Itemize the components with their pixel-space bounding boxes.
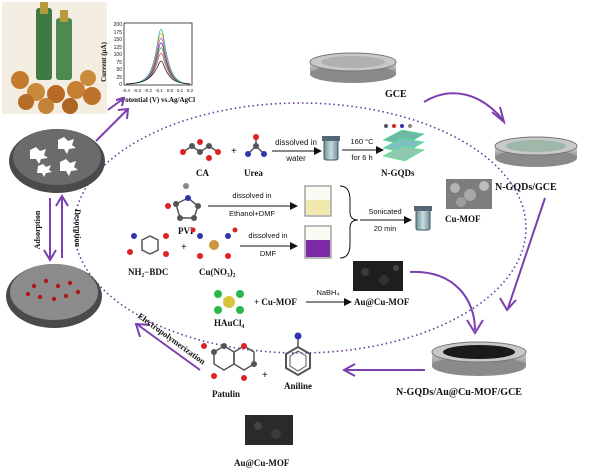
dissolved-in-water-1: dissolved in xyxy=(275,138,317,147)
patulin-label: Patulin xyxy=(212,389,240,399)
cumof-label: Cu-MOF xyxy=(445,214,481,224)
y-tick-50: 50 xyxy=(116,67,122,73)
au-cumof-sem-image xyxy=(353,261,403,291)
autoclave-vial-icon xyxy=(322,136,340,161)
process-flow-arrows xyxy=(95,92,546,377)
pvp-label: PVP xyxy=(178,226,196,236)
y-tick-0: 0 xyxy=(119,82,122,88)
ngqds-sheets xyxy=(382,124,425,162)
x-tick-00: 0.0 xyxy=(167,88,174,93)
process-boundary-ellipse xyxy=(73,102,527,354)
x-tick-m01: -0.1 xyxy=(155,88,163,93)
arrow-aucumof-to-final xyxy=(409,270,476,331)
y-tick-200: 200 xyxy=(114,22,123,28)
apple-juice-photo xyxy=(2,2,107,114)
mip-cavity-electrode xyxy=(6,264,102,328)
nabh4-label: NaBH₄ xyxy=(316,288,339,297)
sonicated-2: 20 min xyxy=(374,224,397,233)
ngqds-gce-label: N-GQDs/GCE xyxy=(495,182,557,193)
gce-label: GCE xyxy=(385,89,407,100)
arrow-template-to-mip xyxy=(95,107,130,142)
aniline-label: Aniline xyxy=(284,381,312,391)
dissolved-in-water-2: water xyxy=(285,154,306,163)
dpv-curves xyxy=(125,29,191,85)
beaker-pvp xyxy=(304,185,332,217)
mip-template-electrode xyxy=(9,129,105,193)
dmf-1: dissolved in xyxy=(248,231,287,240)
ethanol-dmf-2: Ethanol+DMF xyxy=(229,209,275,218)
cuno3-label: Cu(NO₃)₂ xyxy=(199,267,236,277)
y-tick-175: 175 xyxy=(114,30,123,36)
haucl4-label: HAuCl₄ xyxy=(214,318,245,328)
au-cumof-bottom-label: Au@Cu-MOF xyxy=(234,458,290,468)
plus-patulin-aniline: + xyxy=(262,370,268,381)
x-tick-m02: -0.2 xyxy=(144,88,152,93)
dpv-inset-chart: 0 25 50 75 100 125 150 175 200 -0.4 -0.3… xyxy=(100,22,195,104)
aniline-molecule xyxy=(285,332,311,377)
bare-gce-electrode: GCE xyxy=(309,52,407,100)
desorption-label: Desorption xyxy=(73,209,82,247)
inset-ylabel: Current (μA) xyxy=(100,41,108,81)
nh2bdc-label: NH₂−BDC xyxy=(128,267,168,277)
plus-cumof-label: + Cu-MOF xyxy=(254,297,297,307)
ngqds-label: N-GQDs xyxy=(381,168,415,178)
adsorption-label: Adsorption xyxy=(33,210,42,249)
pvp-molecule xyxy=(165,183,201,221)
dmf-2: DMF xyxy=(260,249,277,258)
haucl4-molecule xyxy=(214,290,244,314)
cu-nitrate-molecule xyxy=(190,227,238,259)
ethanol-dmf-1: dissolved in xyxy=(232,191,271,200)
y-tick-125: 125 xyxy=(114,45,123,51)
y-tick-150: 150 xyxy=(114,37,123,43)
au-cumof-label: Au@Cu-MOF xyxy=(354,297,410,307)
nh2bdc-molecule xyxy=(127,233,169,257)
arrow-photo-to-chart xyxy=(107,96,126,111)
desorption-adsorption-arrows xyxy=(43,194,69,262)
beaker-dmf xyxy=(304,225,332,259)
arrow-gce-to-ngqds xyxy=(423,92,504,121)
cumof-sem-image xyxy=(446,179,492,209)
arrow-ngqds-to-final xyxy=(507,197,546,309)
sonicated-1: Sonicated xyxy=(368,207,401,216)
inset-xlabel: Potential (V) vs.Ag/AgCl xyxy=(121,96,195,104)
combine-bracket xyxy=(339,185,359,259)
au-cumof-bottom-sem-image xyxy=(245,415,293,445)
y-tick-75: 75 xyxy=(116,60,122,66)
ca-label: CA xyxy=(196,168,209,178)
urea-label: Urea xyxy=(244,168,263,178)
y-tick-25: 25 xyxy=(116,75,122,81)
final-modified-electrode: N-GQDs/Au@Cu-MOF/GCE xyxy=(396,341,527,398)
x-tick-02: 0.2 xyxy=(187,88,194,93)
ca-molecule xyxy=(180,139,221,161)
cumof-vial-icon xyxy=(414,206,432,231)
time-label: for 6 h xyxy=(351,153,372,162)
temp-label: 160 °C xyxy=(350,137,374,146)
y-tick-100: 100 xyxy=(114,52,123,58)
urea-molecule xyxy=(245,134,267,157)
patulin-molecule xyxy=(201,343,257,381)
final-electrode-label: N-GQDs/Au@Cu-MOF/GCE xyxy=(396,387,522,398)
x-tick-m04: -0.4 xyxy=(122,88,130,93)
arrow-electropolymerization xyxy=(137,324,201,371)
x-tick-01: 0.1 xyxy=(177,88,184,93)
electropolymerization-label: Electropolymerization xyxy=(136,311,208,367)
x-tick-m03: -0.3 xyxy=(133,88,141,93)
plus-bdc-cu: + xyxy=(181,242,187,253)
ngqds-gce-electrode: N-GQDs/GCE xyxy=(494,136,578,193)
plus-ca-urea: + xyxy=(231,146,237,157)
